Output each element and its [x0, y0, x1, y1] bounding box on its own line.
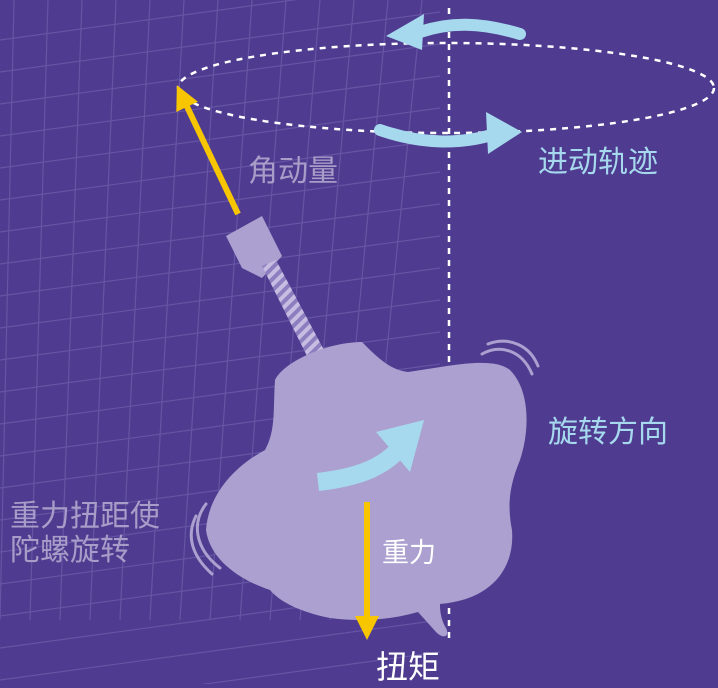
precession-arrow-bottom — [374, 112, 522, 154]
grid-line — [0, 171, 441, 233]
top-body — [206, 342, 527, 637]
angular-momentum-arrow — [176, 85, 241, 216]
grid-line — [0, 0, 298, 41]
precession-arrow-top — [386, 14, 526, 50]
grid-line — [0, 75, 441, 137]
grid-line — [0, 267, 441, 329]
spinning-top — [206, 216, 527, 637]
motion-lines-left — [189, 502, 222, 576]
label-gravity: 重力 — [382, 538, 436, 569]
grid-line — [0, 11, 441, 73]
precession-orbit — [176, 41, 716, 135]
grid-line — [0, 43, 441, 105]
grid-line — [29, 0, 49, 621]
label-torque-line2: 陀螺旋转 — [10, 533, 130, 568]
grid-line — [0, 619, 441, 681]
top-handle-cap — [226, 216, 282, 278]
motion-lines-right — [480, 339, 540, 376]
label-angular-momentum: 角动量 — [248, 154, 338, 189]
grid-line — [0, 107, 441, 169]
grid-line — [0, 203, 441, 265]
grid-line — [0, 235, 441, 297]
label-spin-direction: 旋转方向 — [548, 415, 668, 450]
grid-line — [89, 0, 117, 621]
grid-line — [0, 299, 441, 361]
grid-line — [171, 651, 441, 688]
top-shaft — [262, 260, 324, 358]
grid-line — [0, 0, 15, 621]
label-torque-line1: 重力扭距使 — [10, 499, 160, 534]
label-torque: 扭矩 — [376, 648, 440, 684]
label-precession-path: 进动轨迹 — [538, 145, 658, 180]
grid-line — [179, 0, 219, 621]
grid-line — [59, 0, 83, 621]
grid-line — [0, 331, 441, 393]
